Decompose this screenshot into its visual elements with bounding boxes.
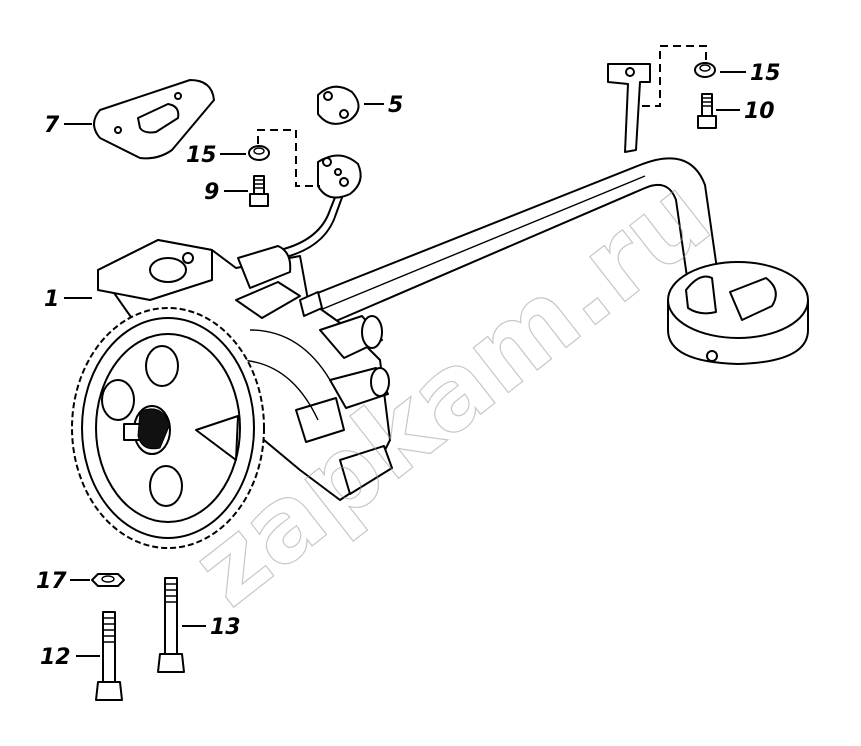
drive-gear	[71, 307, 265, 549]
washer-15-right	[694, 62, 716, 78]
callout-15-right: 15	[750, 61, 781, 86]
callout-10: 10	[744, 99, 775, 124]
gasket-7	[93, 79, 215, 160]
callout-13: 13	[210, 615, 241, 640]
bolt-10	[697, 93, 717, 129]
line-flange	[317, 154, 362, 199]
callout-7: 7	[44, 113, 60, 138]
callout-17: 17	[36, 569, 67, 594]
group-bracket-right	[640, 45, 707, 107]
bolt-9	[249, 175, 269, 207]
pipe-bracket	[607, 63, 651, 153]
oil-strainer	[667, 261, 809, 365]
callout-12: 12	[40, 645, 71, 670]
callout-1: 1	[44, 287, 59, 312]
flange-5	[317, 85, 360, 125]
callout-5: 5	[388, 93, 403, 118]
pressure-line	[279, 189, 345, 258]
washer-15-left	[248, 145, 270, 161]
nut-17	[91, 573, 125, 587]
callout-15-left: 15	[186, 143, 217, 168]
bolt-13	[157, 577, 185, 673]
callout-9: 9	[204, 180, 219, 205]
bolt-12	[95, 611, 123, 701]
group-bracket-left	[257, 129, 320, 187]
